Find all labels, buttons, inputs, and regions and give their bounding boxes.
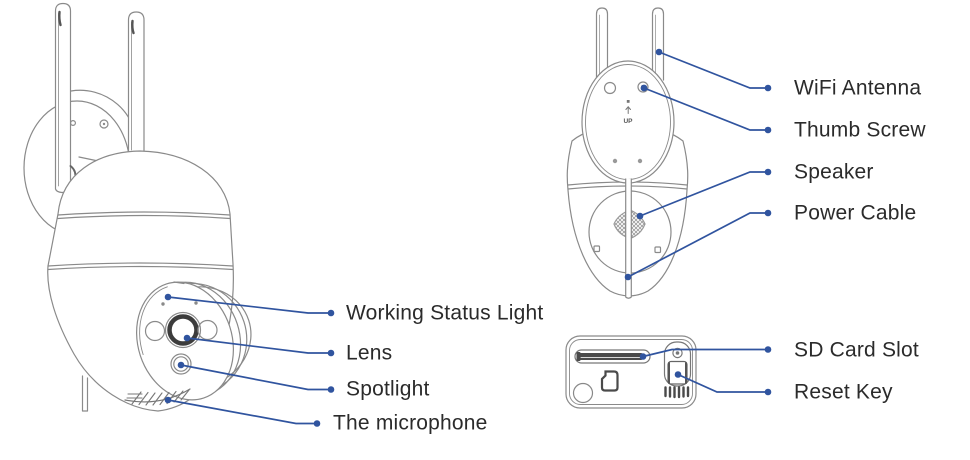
status-light-dot: [161, 302, 165, 306]
sd-card-slot-drawing: [574, 349, 651, 364]
reset-key-drawing: [663, 341, 692, 399]
front-right-antenna: [127, 11, 145, 154]
label-thumb-screw: Thumb Screw: [794, 118, 926, 142]
microphone-grille: [124, 388, 191, 406]
lens-drawing: [164, 311, 202, 349]
up-marking-text: UP: [623, 118, 633, 125]
leader-working-status-light: [164, 293, 335, 317]
leader-speaker: [636, 168, 772, 220]
right-ir-led: [197, 319, 218, 341]
leader-spotlight: [177, 361, 335, 393]
leader-thumb-screw: [640, 84, 772, 134]
leader-reset-key: [674, 371, 772, 396]
label-working-status-light: Working Status Light: [346, 301, 544, 325]
leader-lens: [183, 334, 335, 357]
panel-screw-hole: [572, 382, 594, 404]
label-spotlight: Spotlight: [346, 377, 430, 401]
back-mount-plate: UP: [581, 60, 675, 184]
front-camera-drawing: [23, 2, 252, 412]
front-left-antenna: [54, 2, 77, 194]
back-left-antenna: [595, 7, 609, 81]
leader-wifi-antenna: [655, 48, 772, 92]
leader-sd-card-slot: [639, 346, 772, 360]
label-sd-card-slot: SD Card Slot: [794, 338, 919, 362]
label-reset-key: Reset Key: [794, 380, 893, 404]
mount-hole: [603, 81, 617, 95]
leader-microphone: [164, 396, 321, 427]
microsd-icon: [600, 370, 619, 392]
leader-power-cable: [624, 209, 772, 281]
label-wifi-antenna: WiFi Antenna: [794, 76, 922, 100]
label-the-microphone: The microphone: [333, 411, 488, 435]
back-right-antenna: [651, 7, 665, 81]
label-power-cable: Power Cable: [794, 201, 917, 225]
left-ir-led: [144, 320, 166, 342]
up-marking: UP: [623, 100, 633, 125]
leader-lines: [164, 48, 772, 427]
label-speaker: Speaker: [794, 160, 874, 184]
bottom-panel-drawing: [565, 335, 697, 409]
label-lens: Lens: [346, 341, 393, 365]
spotlight-drawing: [170, 353, 192, 375]
power-cable-drawing: [625, 178, 632, 299]
front-cable: [81, 375, 89, 412]
